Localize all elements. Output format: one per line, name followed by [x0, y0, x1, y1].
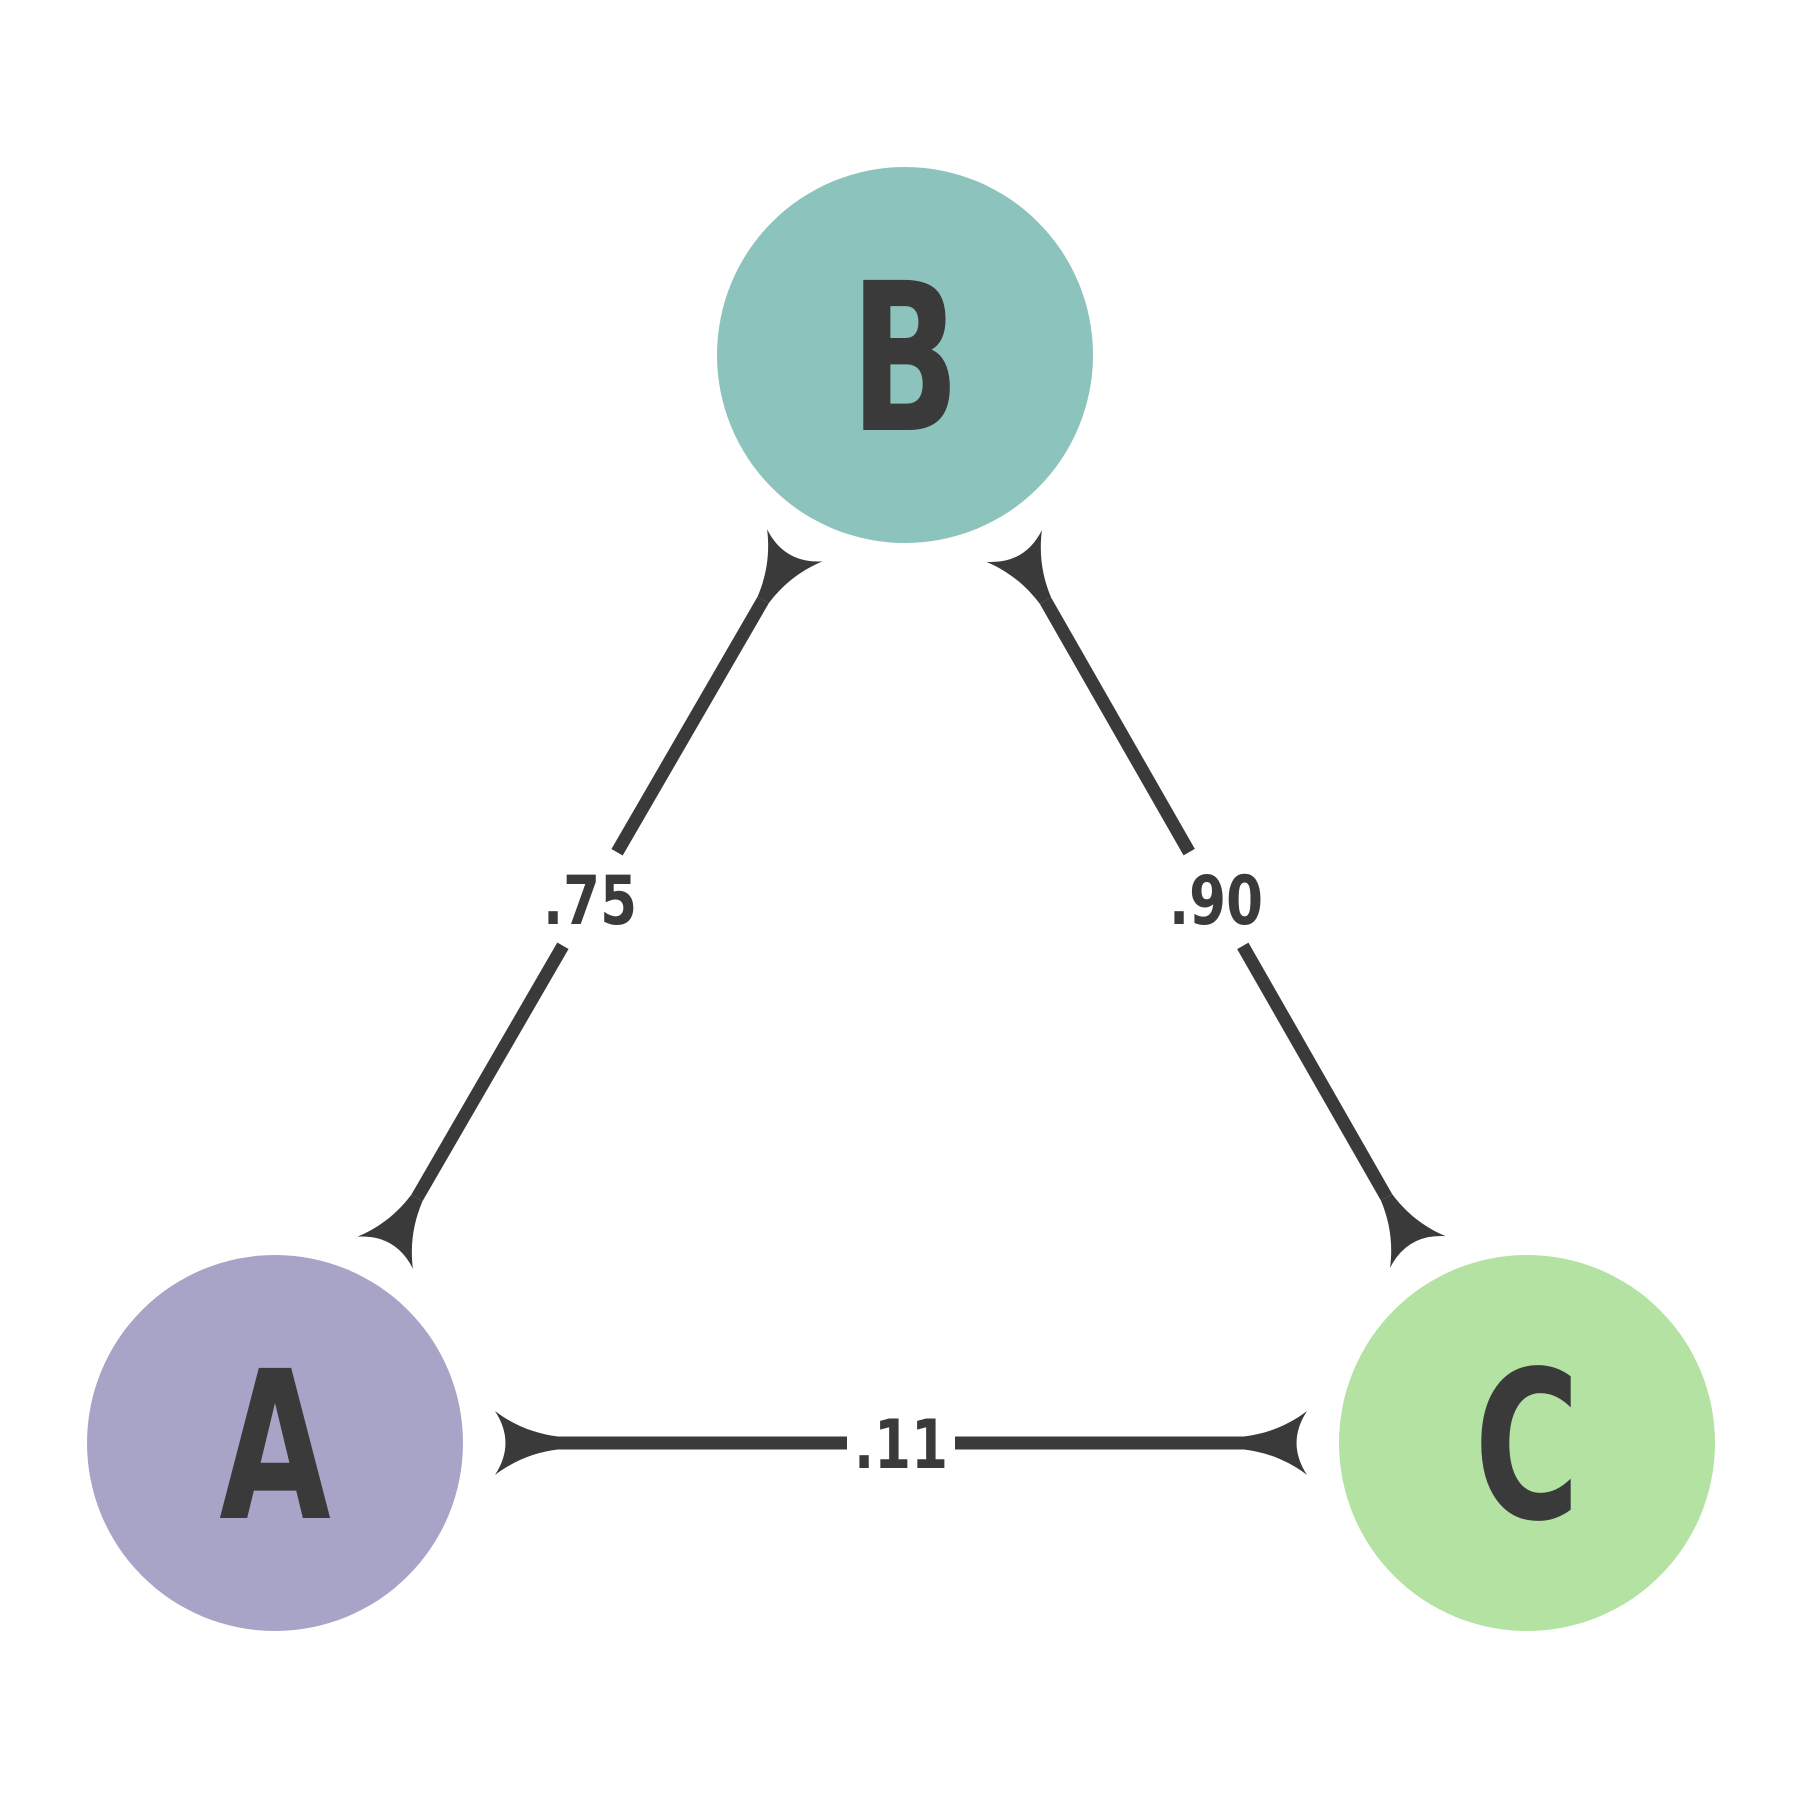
node-b-circle	[717, 167, 1093, 543]
node-b: B	[717, 167, 1093, 543]
edges-layer	[357, 529, 1446, 1476]
edge-a-b-weight-label: .75	[543, 862, 637, 941]
nodes-layer: A B C	[87, 167, 1715, 1631]
edge-a-c-weight-label: .11	[854, 1406, 948, 1485]
edge-b-c-segment-to-b	[986, 530, 1195, 856]
node-a-label: A	[219, 1327, 331, 1567]
node-c-circle	[1339, 1255, 1715, 1631]
node-c-label: C	[1474, 1327, 1580, 1567]
edge-a-b-segment-to-a	[357, 942, 569, 1269]
edge-a-b-segment-to-b	[611, 529, 823, 856]
edge-b-c-weight-label: .90	[1169, 862, 1263, 941]
node-c: C	[1339, 1255, 1715, 1631]
edge-b-c-segment-to-c	[1237, 942, 1446, 1268]
node-a-circle	[87, 1255, 463, 1631]
edge-a-b	[357, 529, 823, 1269]
edge-b-c	[986, 530, 1446, 1268]
node-b-label: B	[850, 239, 960, 479]
edge-labels-layer: .75 .90 .11	[543, 862, 1263, 1485]
node-a: A	[87, 1255, 463, 1631]
